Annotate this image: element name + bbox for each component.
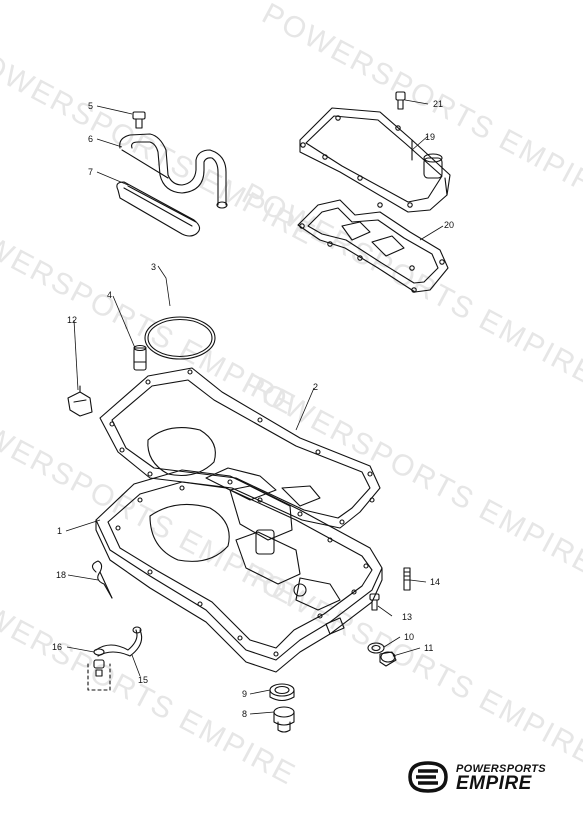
- watermark-text: POWERSPORTS EMPIRE: [257, 0, 583, 212]
- part-1-sump: [95, 469, 383, 673]
- part-3-o-ring: [144, 316, 216, 360]
- part-4-dowel: [133, 344, 147, 371]
- watermark-text: POWERSPORTS EMPIRE: [237, 367, 583, 582]
- logo-top-text: POWERSPORTS: [456, 763, 546, 775]
- callout-18: 18: [56, 570, 66, 580]
- callout-2: 2: [313, 382, 318, 392]
- callout-11: 11: [424, 643, 433, 653]
- callout-7: 7: [88, 167, 93, 177]
- callout-16: 16: [52, 642, 62, 652]
- callout-5: 5: [88, 101, 93, 111]
- callout-10: 10: [404, 632, 414, 642]
- leader-lines: [65, 99, 444, 715]
- powersports-empire-logo: POWERSPORTS EMPIRE: [406, 757, 566, 797]
- part-6-pipe: [119, 133, 228, 209]
- part-20-gasket: [297, 199, 449, 293]
- part-14-stud: [403, 567, 411, 591]
- callout-12: 12: [67, 315, 77, 325]
- part-5-bolt: [132, 111, 146, 129]
- watermark-text: POWERSPORTS EMPIRE: [0, 577, 301, 792]
- part-12-sensor: [67, 385, 93, 417]
- callout-20: 20: [444, 220, 454, 230]
- callout-14: 14: [430, 577, 440, 587]
- part-10-washer: [367, 642, 385, 654]
- callout-1: 1: [57, 526, 62, 536]
- logo-bottom-text: EMPIRE: [456, 773, 532, 794]
- callout-19: 19: [425, 132, 435, 142]
- callout-15: 15: [138, 675, 148, 685]
- part-11-plug: [379, 651, 397, 667]
- watermark-text: POWERSPORTS EMPIRE: [237, 177, 583, 392]
- part-18-clip: [91, 560, 113, 599]
- callout-9: 9: [242, 689, 247, 699]
- logo-mark-icon: [408, 761, 448, 793]
- part-7-strainer: [116, 181, 201, 237]
- callout-21: 21: [433, 99, 443, 109]
- callout-13: 13: [402, 612, 412, 622]
- part-13-bolt: [369, 593, 380, 611]
- part-21-bolt: [395, 91, 406, 110]
- part-16-fitting: [93, 648, 105, 677]
- callout-3: 3: [151, 262, 156, 272]
- part-2-gasket: [99, 367, 381, 529]
- part-15-pipe: [95, 626, 143, 657]
- part-17-bracket: [87, 663, 111, 691]
- part-8-plug: [273, 706, 295, 733]
- callout-4: 4: [107, 290, 112, 300]
- callout-6: 6: [88, 134, 93, 144]
- part-19-cover: [299, 107, 451, 213]
- callouts: 1 2 3 4 5 6 7 8 9 10 11 12 13 14 15 16 1…: [52, 99, 454, 719]
- callout-8: 8: [242, 709, 247, 719]
- part-9-seal: [269, 683, 295, 702]
